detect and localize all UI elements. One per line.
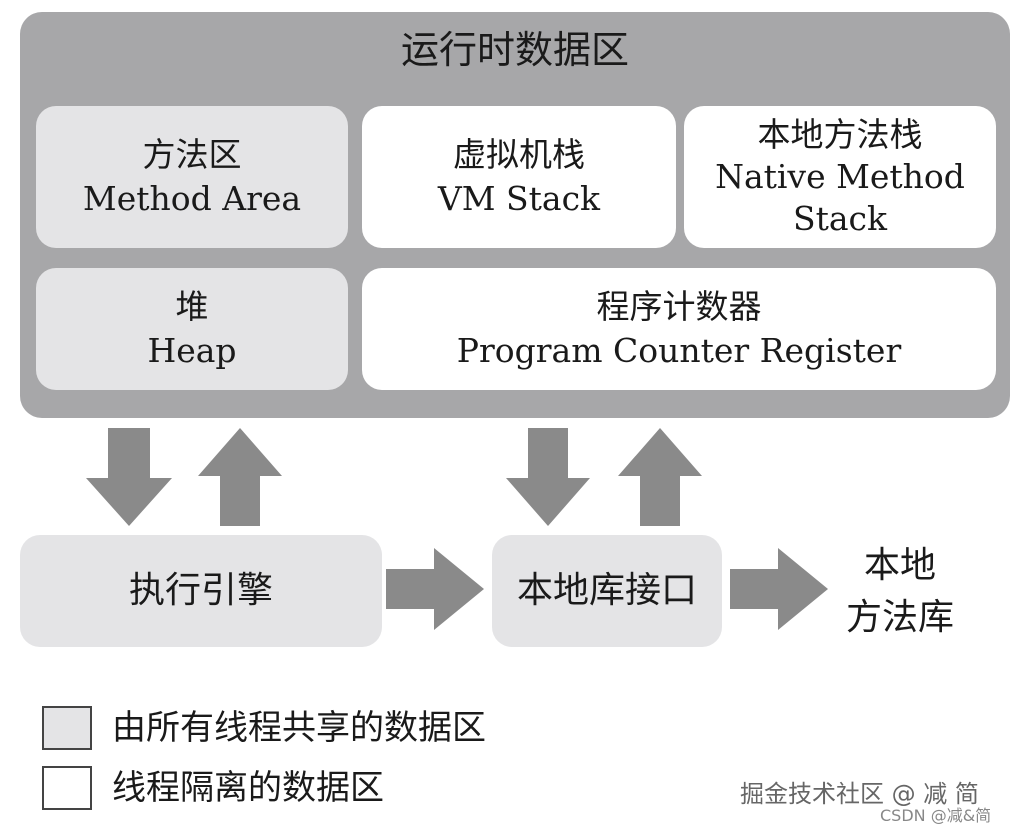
legend-isolated-swatch xyxy=(42,766,92,810)
method-area-en: Method Area xyxy=(82,179,302,218)
arrow-right-icon xyxy=(730,548,828,630)
heap-box: 堆 Heap xyxy=(36,268,348,390)
native-library-line1: 本地 xyxy=(863,545,936,586)
native-method-stack-box: 本地方法栈 Native Method Stack xyxy=(684,106,996,248)
legend-shared-label: 由所有线程共享的数据区 xyxy=(112,708,486,748)
heap-zh: 堆 xyxy=(175,287,209,326)
vm-stack-zh: 虚拟机栈 xyxy=(453,135,585,174)
pc-register-zh: 程序计数器 xyxy=(596,287,762,326)
watermark-main: 掘金技术社区 @ 减 简 xyxy=(740,780,979,808)
execution-engine-label: 执行引擎 xyxy=(128,570,273,611)
method-area-box: 方法区 Method Area xyxy=(36,106,348,248)
heap-en: Heap xyxy=(147,331,237,370)
native-stack-en-line2: Stack xyxy=(792,199,888,238)
execution-engine-box: 执行引擎 xyxy=(20,535,382,647)
native-stack-zh: 本地方法栈 xyxy=(757,115,923,154)
vm-stack-box: 虚拟机栈 VM Stack xyxy=(362,106,676,248)
native-interface-box: 本地库接口 xyxy=(492,535,722,647)
native-stack-en-line1: Native Method xyxy=(715,157,965,196)
arrow-down-icon xyxy=(506,428,590,526)
arrow-up-icon xyxy=(198,428,282,526)
runtime-data-area-title: 运行时数据区 xyxy=(400,28,629,72)
vm-stack-en: VM Stack xyxy=(437,179,601,218)
watermark-sub: CSDN @减&简 xyxy=(880,806,992,825)
legend-shared-swatch xyxy=(42,706,92,750)
native-library-line2: 方法库 xyxy=(845,597,954,638)
pc-register-en: Program Counter Register xyxy=(456,331,902,370)
pc-register-box: 程序计数器 Program Counter Register xyxy=(362,268,996,390)
method-area-zh: 方法区 xyxy=(142,135,242,174)
arrow-up-icon xyxy=(618,428,702,526)
arrow-right-icon xyxy=(386,548,484,630)
legend-isolated-label: 线程隔离的数据区 xyxy=(112,768,384,808)
arrow-down-icon xyxy=(86,428,172,526)
native-interface-label: 本地库接口 xyxy=(516,570,697,611)
native-library-label: 本地 方法库 xyxy=(820,540,980,644)
